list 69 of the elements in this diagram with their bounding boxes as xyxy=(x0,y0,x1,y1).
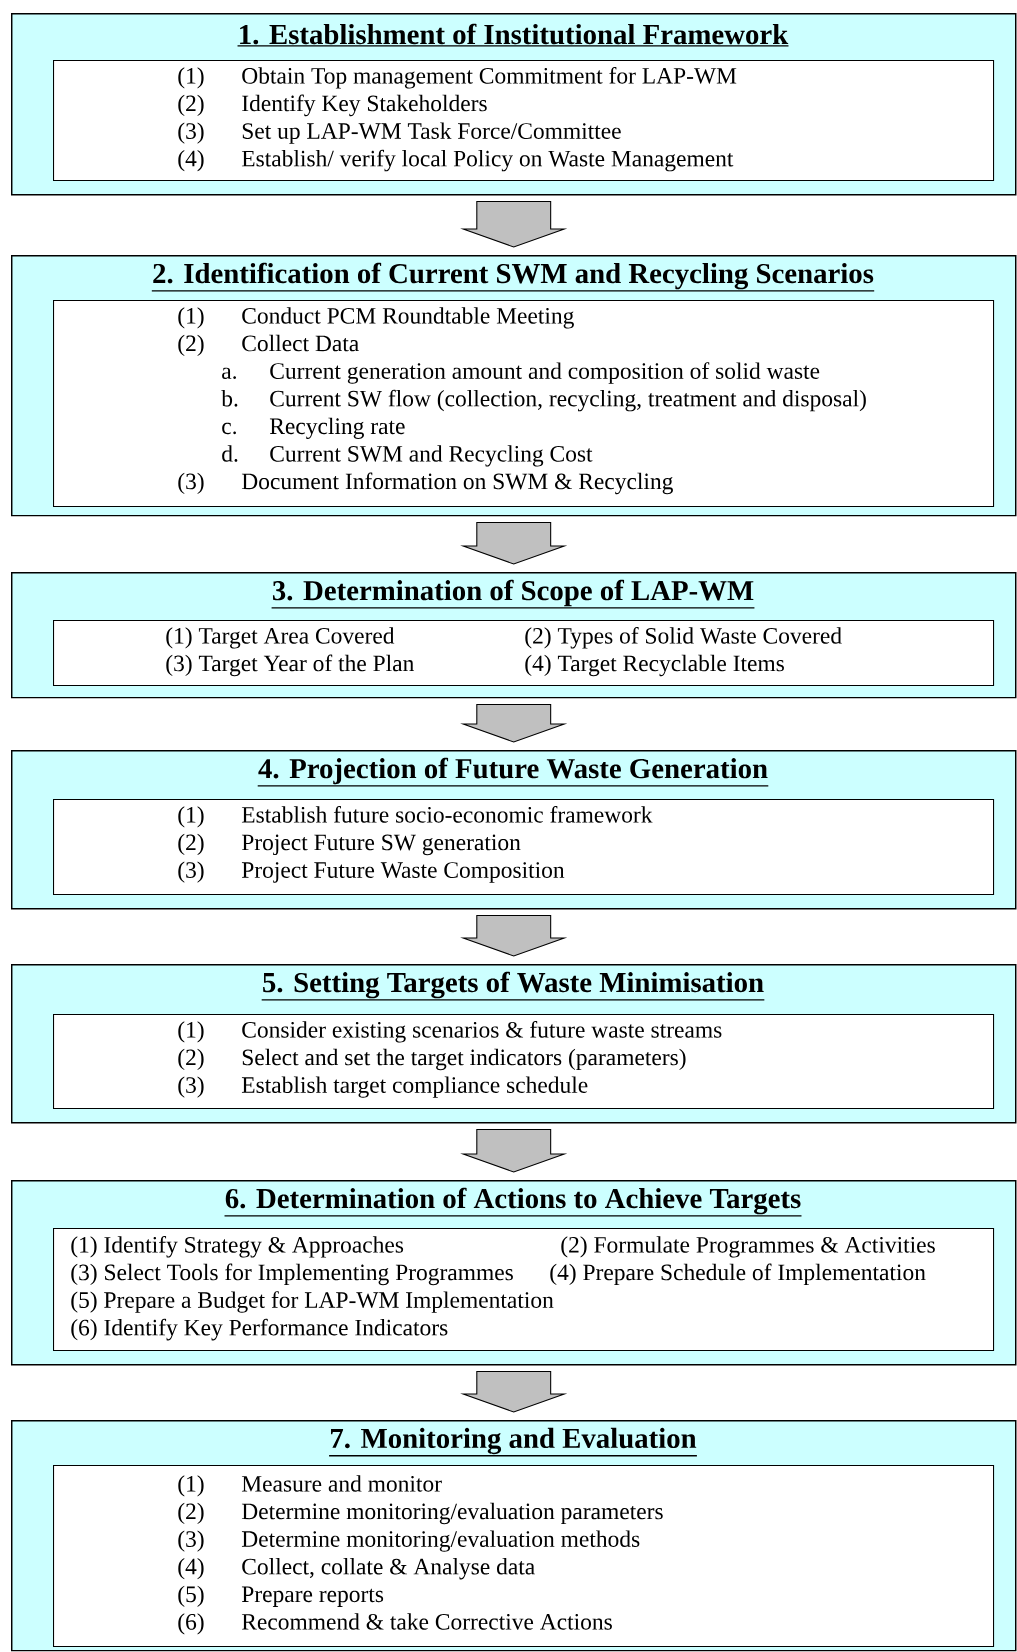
task-item: (3) xyxy=(178,1076,204,1098)
block-arrow xyxy=(460,521,568,565)
task-item: Collect, collate & Analyse data xyxy=(242,1558,535,1580)
task-item: Conduct PCM Roundtable Meeting xyxy=(242,307,574,329)
task-item: a. xyxy=(222,367,236,380)
task-item: Set up LAP-WM Task Force/Committee xyxy=(242,122,621,144)
task-item: Current SW flow (collection, recycling, treatment and disposal) xyxy=(270,389,866,412)
block-arrow xyxy=(460,200,568,248)
task-item: Current SWM and Recycling Cost xyxy=(270,445,593,467)
task-item: Current generation amount and composition of solid waste xyxy=(270,362,820,384)
task-item: c. xyxy=(222,422,236,435)
step-heading: 2. Identification of Current SWM and Recycling Scenarios xyxy=(151,262,875,292)
block-arrow xyxy=(460,703,568,743)
step-heading: 5. Setting Targets of Waste Minimisation xyxy=(261,971,765,1001)
step-heading: 6. Determination of Actions to Achieve Targets xyxy=(223,1187,803,1217)
task-item: Establish future socio-economic framework xyxy=(241,806,653,823)
task-item: (3) Target Year of the Plan xyxy=(166,654,414,677)
block-arrow xyxy=(460,1128,568,1173)
task-item: Project Future SW generation xyxy=(241,834,521,856)
task-item: (1) Target Area Covered xyxy=(166,627,395,649)
task-item: (3) xyxy=(178,472,204,495)
task-item: (1) Identify Strategy & Approaches xyxy=(71,1236,404,1258)
task-item: Select and set the target indicators (parameters) xyxy=(242,1048,686,1071)
task-item: Recommend & take Corrective Actions xyxy=(241,1613,612,1630)
task-item: Identify Key Stakeholders xyxy=(242,94,487,117)
task-item: (3) xyxy=(178,861,204,883)
task-item: (3) xyxy=(178,122,204,144)
task-item: d. xyxy=(222,445,238,462)
task-item: (2) xyxy=(178,1502,204,1525)
block-arrow xyxy=(460,1370,568,1413)
task-item: (2) xyxy=(178,334,204,357)
task-item: Measure and monitor xyxy=(241,1475,442,1492)
task-item: (3) Select Tools for Implementing Programmes xyxy=(71,1263,513,1286)
task-item: (5) Prepare a Budget for LAP-WM Implementation xyxy=(71,1291,554,1313)
task-item: (2) Types of Solid Waste Covered xyxy=(525,627,842,649)
task-item: Determine monitoring/evaluation parameters xyxy=(241,1502,663,1525)
task-item: (4) Target Recyclable Items xyxy=(525,654,784,677)
task-item: Document Information on SWM & Recycling xyxy=(241,472,673,495)
task-item: (4) xyxy=(178,1558,204,1580)
task-item: (1) xyxy=(178,307,204,329)
task-item: (3) xyxy=(178,1530,204,1552)
task-item: (1) xyxy=(178,1475,204,1497)
block-arrow xyxy=(460,914,568,957)
task-item: b. xyxy=(221,390,238,407)
task-item: Consider existing scenarios & future waste streams xyxy=(242,1021,722,1043)
task-item: Collect Data xyxy=(242,334,359,352)
task-item: (5) xyxy=(178,1585,204,1607)
task-item: Determine monitoring/evaluation methods xyxy=(241,1530,640,1552)
step-heading: 4. Projection of Future Waste Generation xyxy=(257,757,769,787)
task-item: Prepare reports xyxy=(241,1586,384,1607)
task-item: Recycling rate xyxy=(269,417,405,439)
task-item: Obtain Top management Commitment for LAP-WM xyxy=(242,67,737,89)
task-item: (2) xyxy=(178,94,204,117)
task-item: (2) xyxy=(178,833,204,856)
step-heading: 3. Determination of Scope of LAP-WM xyxy=(270,579,756,609)
task-item: (4) Prepare Schedule of Implementation xyxy=(550,1263,926,1286)
task-item: (4) xyxy=(178,150,204,172)
task-item: (1) xyxy=(178,806,204,828)
task-item: (2) xyxy=(178,1048,204,1071)
task-item: Establish/ verify local Policy on Waste Management xyxy=(241,149,734,172)
task-item: (1) xyxy=(178,67,204,89)
step-heading: 7. Monitoring and Evaluation xyxy=(328,1427,698,1457)
step-heading: 1. Establishment of Institutional Framework xyxy=(236,23,790,47)
task-item: (2) Formulate Programmes & Activities xyxy=(561,1236,935,1258)
task-item: (6) xyxy=(178,1613,204,1635)
task-item: (1) xyxy=(178,1021,204,1043)
task-item: Establish target compliance schedule xyxy=(241,1076,588,1098)
task-item: Project Future Waste Composition xyxy=(241,862,565,883)
task-item: (6) Identify Key Performance Indicators xyxy=(71,1318,448,1341)
